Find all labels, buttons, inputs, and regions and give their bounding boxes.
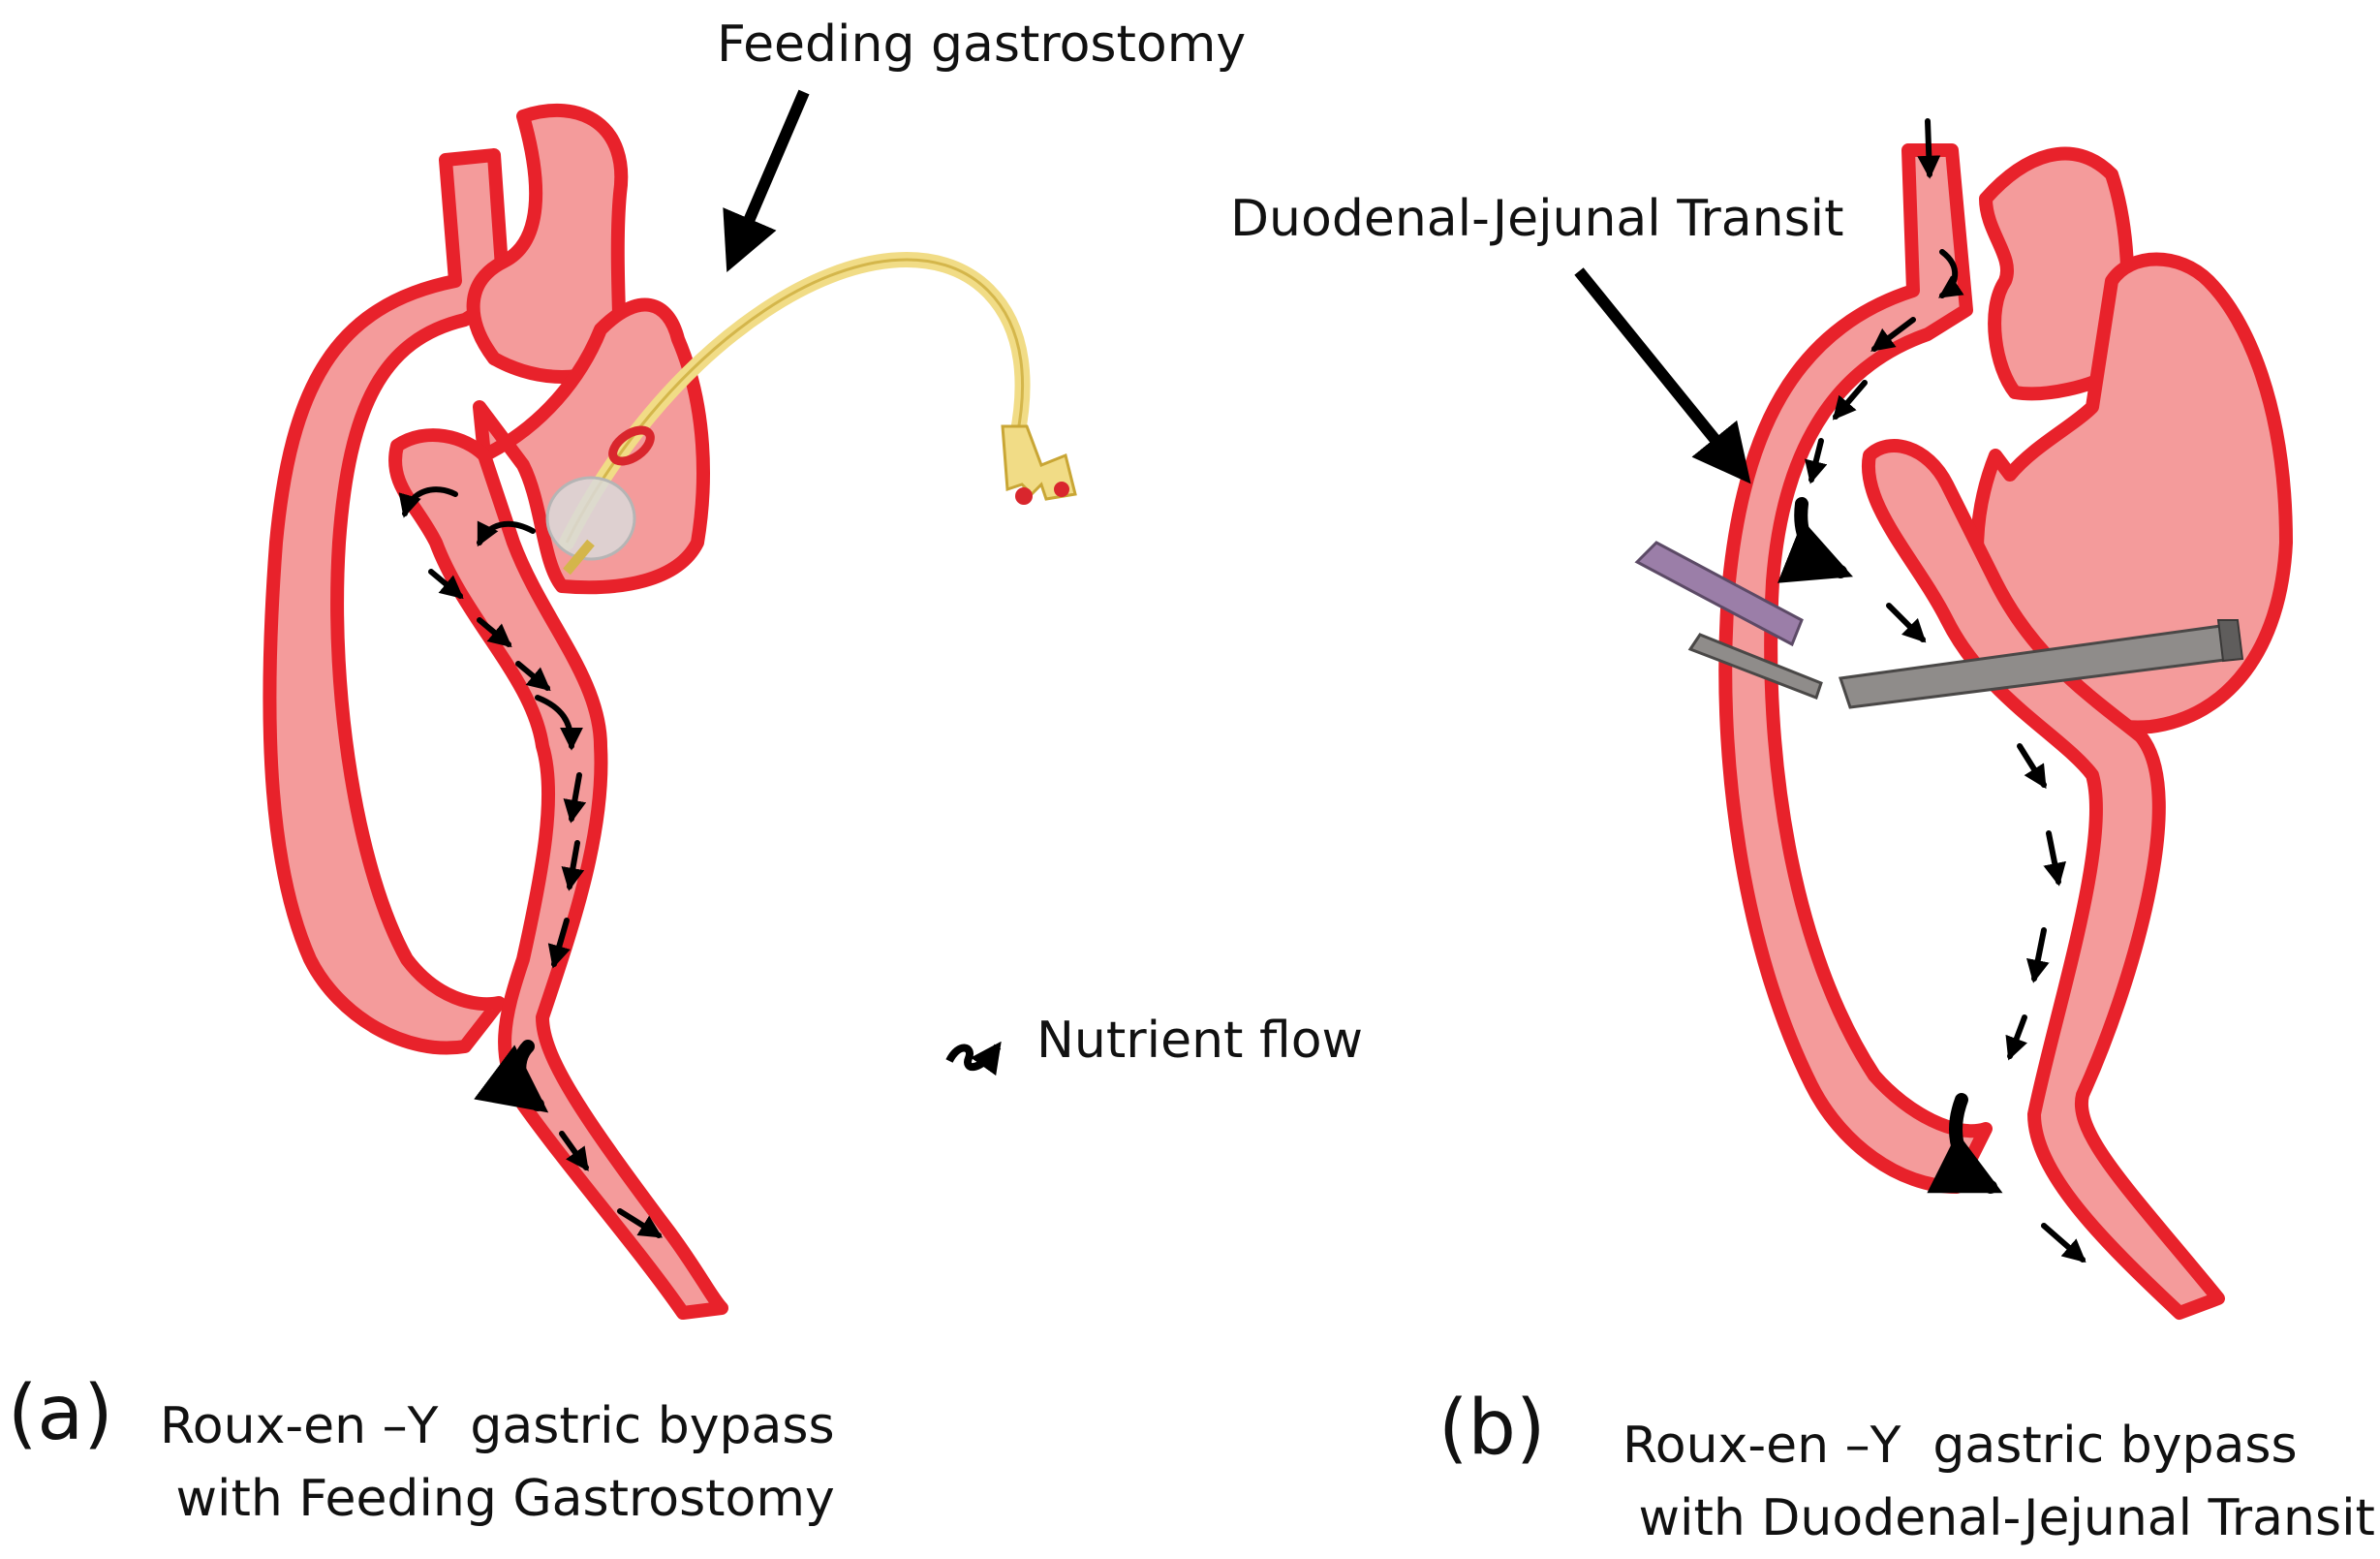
panel-b-letter: (b): [1438, 1385, 1546, 1472]
panel-b-caption: Roux-en –Y gastric bypass with Duodenal-…: [1623, 1417, 2375, 1548]
duodenal-jejunal-pointer: [1574, 267, 1751, 484]
panel-b-illustration: [1634, 118, 2293, 1320]
stapler-cartridge: [1634, 541, 1804, 647]
panel-a-letter: (a): [8, 1370, 113, 1457]
surgical-stapler: [1634, 541, 2244, 709]
flow-arrows-a: [398, 486, 664, 1238]
biliopancreatic-limb-a: [388, 428, 728, 1320]
feeding-gastrostomy-pointer: [723, 89, 810, 273]
stapler-jaw: [1687, 633, 1823, 700]
remnant-stomach-a: [473, 297, 710, 595]
stapler-handle: [2216, 619, 2244, 663]
panel-a-caption: Roux-en –Y gastric bypass with Feeding G…: [160, 1397, 835, 1529]
catheter-balloon: [545, 476, 636, 561]
catheter-tip: [563, 539, 595, 576]
nutrient-flow-legend-icon: [945, 1041, 1002, 1076]
remnant-stomach-b: [1970, 252, 2293, 734]
catheter-cap-left: [1015, 487, 1033, 505]
retention-ring: [608, 425, 655, 466]
flow-arrows-b: [1777, 118, 2086, 1263]
catheter-cap-right: [1054, 482, 1069, 497]
catheter-hub: [1001, 424, 1077, 501]
nutrient-flow-label: Nutrient flow: [1036, 1012, 1364, 1070]
panel-a-illustration: [263, 103, 1077, 1320]
duodenal-jejunal-transit-label: Duodenal-Jejunal Transit: [1230, 190, 1844, 248]
biliopancreatic-limb-b: [1861, 439, 2225, 1320]
roux-limb-a: [263, 148, 510, 1055]
feeding-gastrostomy-label: Feeding gastrostomy: [717, 16, 1247, 74]
gastric-pouch-a: [466, 103, 629, 384]
